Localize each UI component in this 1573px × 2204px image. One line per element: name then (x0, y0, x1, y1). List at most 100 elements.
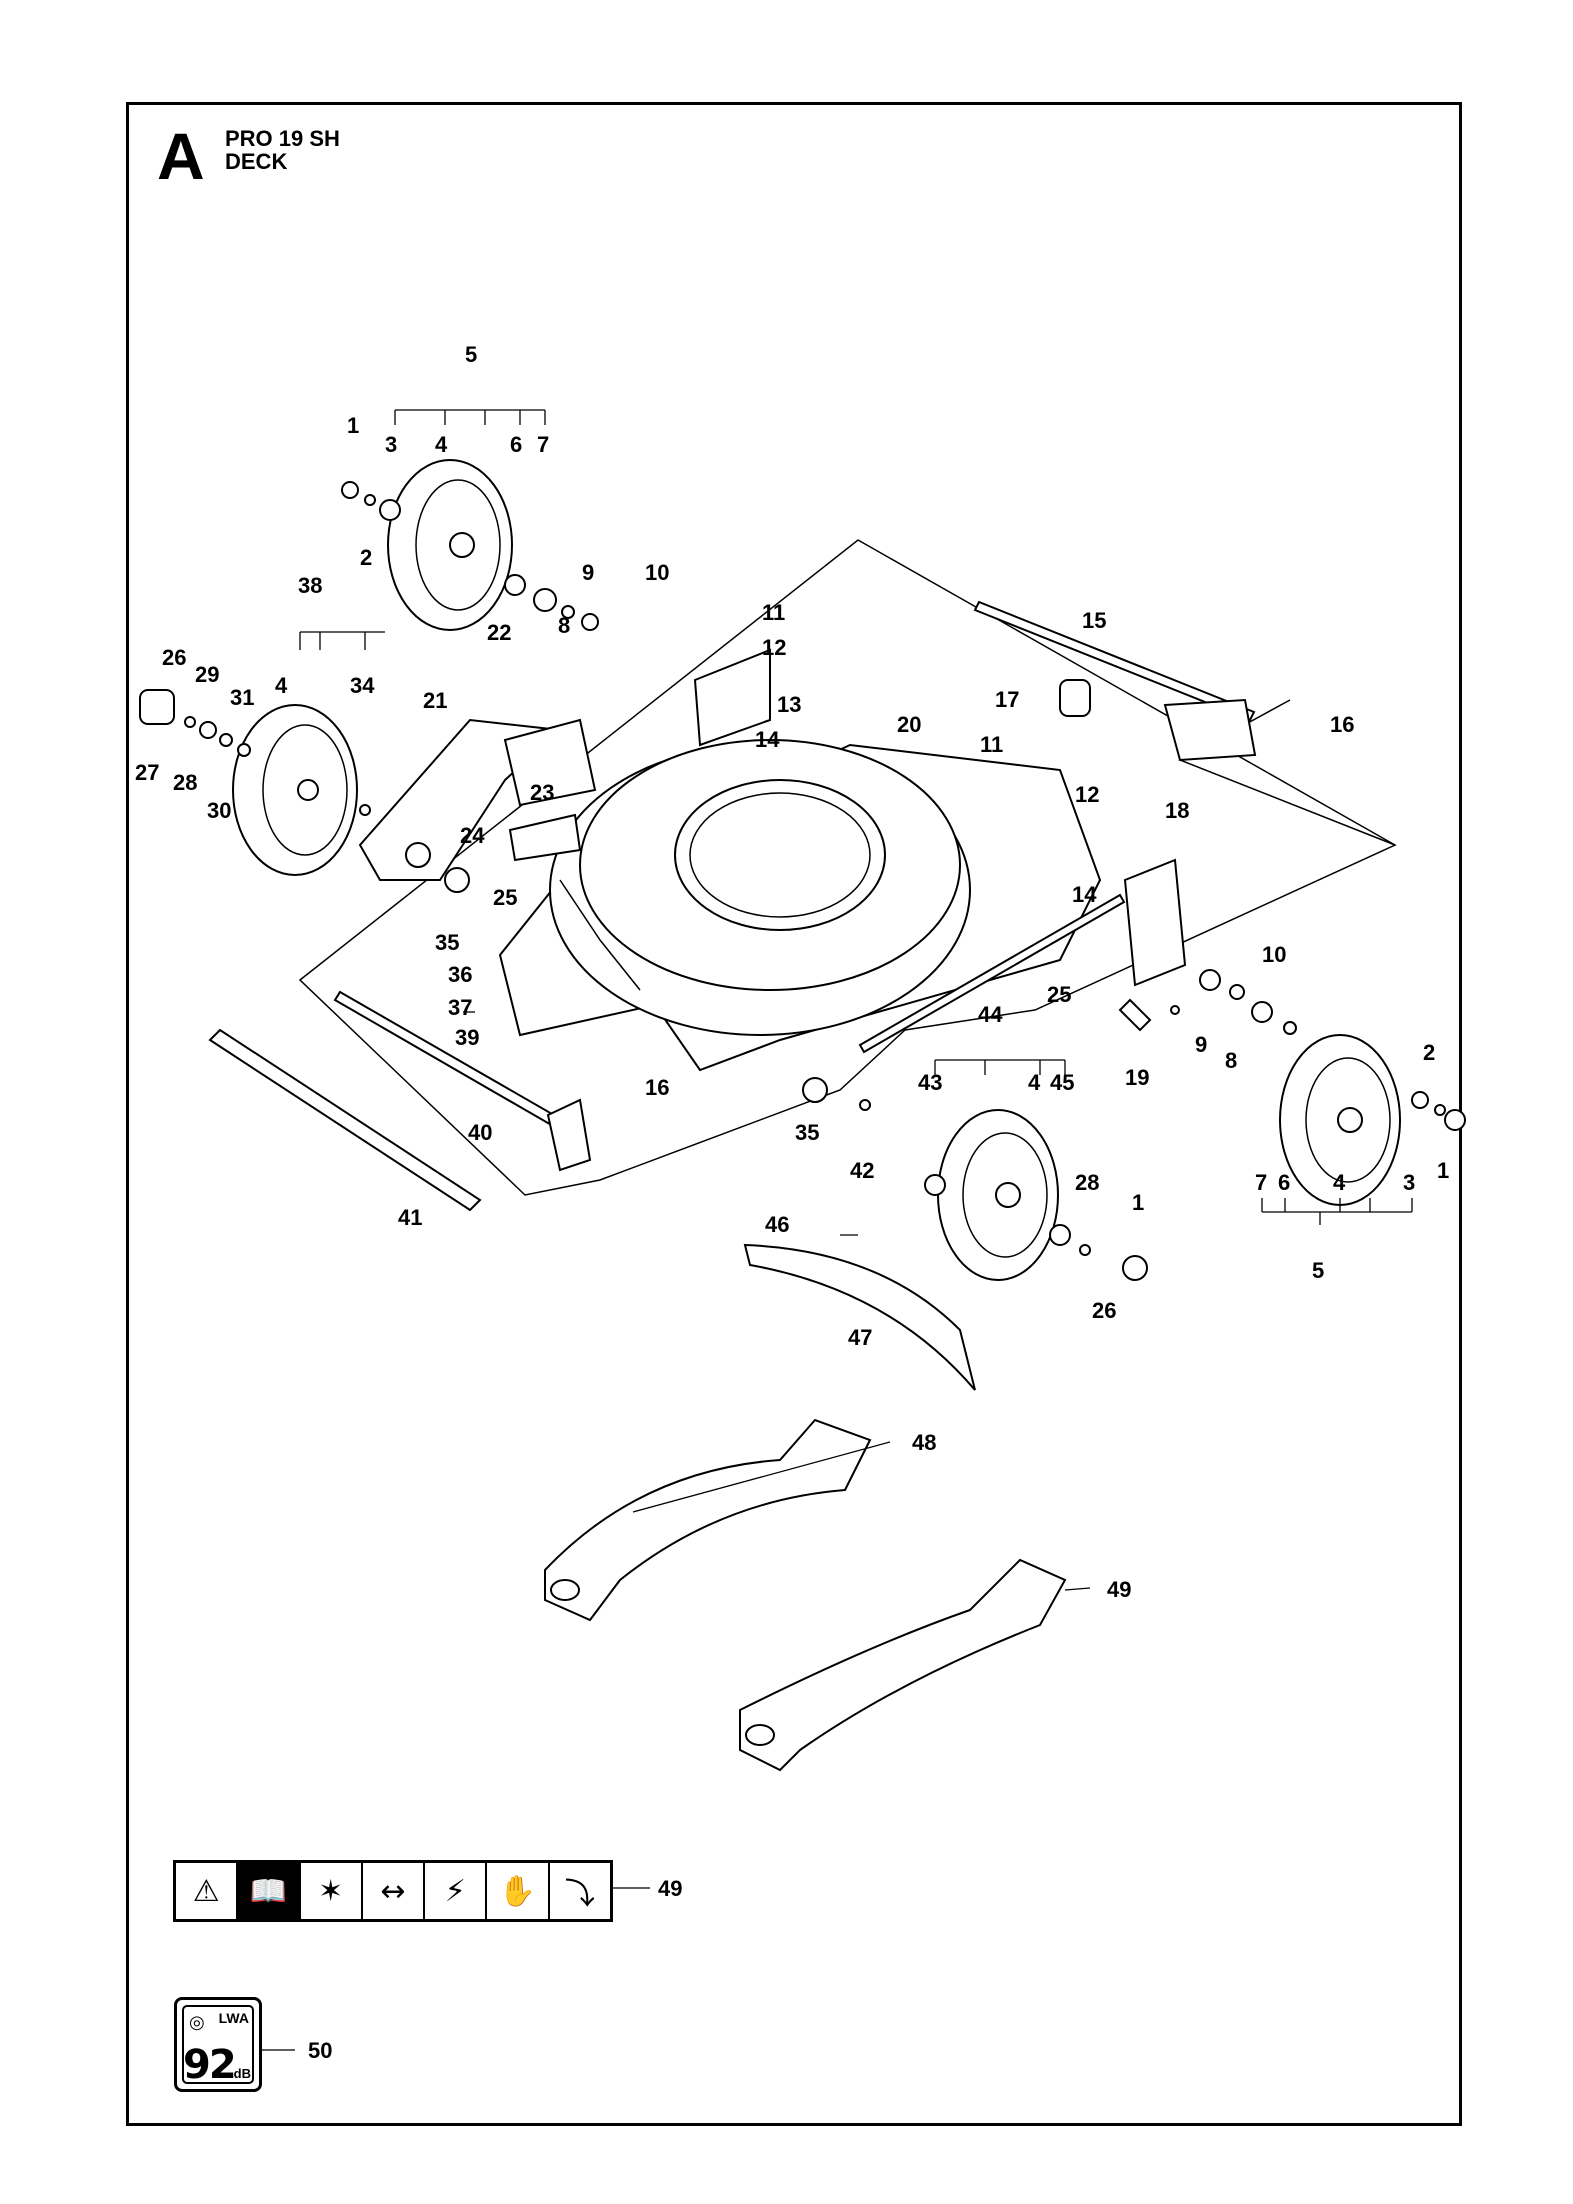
callout-1-a: 1 (347, 413, 359, 438)
blade-hand-icon: ✋ (487, 1863, 550, 1919)
callout-44: 45 (1050, 1070, 1074, 1095)
disconnect-icon: ⚡ (425, 1863, 488, 1919)
callout-43: 44 (978, 1002, 1003, 1027)
callout-2-a: 2 (360, 545, 372, 570)
callout-4-a: 4 (435, 432, 448, 457)
callout-48: 49 (1107, 1577, 1131, 1602)
gearbox (503, 718, 597, 807)
skid-right (739, 1558, 1067, 1772)
callout-31: 30 (207, 798, 231, 823)
callout-42: 43 (918, 1070, 942, 1095)
noise-value: 92 (183, 2042, 237, 2088)
callout-46: 47 (848, 1325, 872, 1350)
callout-6-b: 6 (1278, 1170, 1290, 1195)
height-adjuster (1123, 858, 1187, 987)
handle-bracket (1163, 698, 1257, 762)
callout-3-a: 3 (385, 432, 397, 457)
deck-housing (498, 739, 1102, 1072)
callout-30: 29 (195, 662, 219, 687)
wheel-left (232, 704, 358, 876)
deck-outline (298, 539, 1397, 1196)
callout-12-b: 12 (1075, 782, 1099, 807)
callout-18: 18 (1165, 798, 1189, 823)
callout-35-a: 35 (435, 930, 459, 955)
callout-4-d: 4 (1333, 1170, 1346, 1195)
assembly-name: DECK (225, 149, 288, 175)
leader-lines (262, 409, 1413, 2051)
thrown-objects-icon: ✶ (301, 1863, 363, 1919)
callout-20: 20 (897, 712, 921, 737)
callout-labels: 5 1 3 4 6 7 2 9 10 8 38 11 12 13 14 15 1… (135, 342, 1449, 2063)
small-parts (139, 481, 1466, 1281)
callout-4-c: 4 (1028, 1070, 1041, 1095)
callout-1-c: 1 (1437, 1158, 1449, 1183)
callout-35-b: 35 (795, 1120, 819, 1145)
callout-10-a: 10 (645, 560, 669, 585)
callout-37: 37 (448, 995, 472, 1020)
callout-27: 27 (135, 760, 159, 785)
callout-16-b: 16 (645, 1075, 669, 1100)
callout-47: 48 (912, 1430, 936, 1455)
warning-icon: ⚠ (176, 1863, 239, 1919)
callout-33: 38 (298, 573, 322, 598)
title-block: PRO 19 SH DECK (225, 127, 340, 173)
wheel-top-left (387, 459, 513, 631)
callout-23: 23 (530, 780, 554, 805)
callout-22: 22 (487, 620, 511, 645)
callout-15: 15 (1082, 608, 1106, 633)
noise-unit: dB (233, 2066, 251, 2081)
callout-29-b: 28 (1075, 1170, 1099, 1195)
callout-25-b: 25 (493, 885, 517, 910)
callout-36: 36 (448, 962, 472, 987)
callout-11-b: 11 (980, 732, 1003, 757)
callout-24: 24 (460, 823, 485, 848)
noise-label: LWA (218, 2010, 249, 2026)
callout-8-a: 8 (558, 613, 570, 638)
callout-5-top: 5 (465, 342, 477, 367)
callout-17: 17 (995, 687, 1019, 712)
section-letter: A (157, 119, 205, 193)
callout-49: 49 (658, 1876, 682, 1901)
callout-28-b: 26 (1092, 1298, 1116, 1323)
callout-26: 25 (1047, 982, 1071, 1007)
warning-decal: ⚠ 📖 ✶ ↔ ⚡ ✋ ⤵ (173, 1860, 613, 1922)
callout-29-a: 28 (173, 770, 197, 795)
callout-9-a: 9 (582, 560, 594, 585)
callout-14-b: 14 (1072, 882, 1097, 907)
callout-7-a: 7 (537, 432, 549, 457)
callout-1-b: 1 (1132, 1190, 1144, 1215)
knob (1059, 679, 1091, 717)
baffle (743, 1243, 976, 1391)
handle-rod (973, 600, 1256, 722)
callout-14-a: 14 (755, 727, 780, 752)
wheel-front (937, 1109, 1059, 1281)
callout-12-a: 12 (762, 635, 786, 660)
rear-axle (208, 990, 592, 1212)
callout-32: 31 (230, 685, 254, 710)
callout-4-b: 4 (275, 673, 288, 698)
model-name: PRO 19 SH (225, 126, 340, 151)
sound-power-icon: ◎ (189, 2012, 205, 2032)
rod (858, 893, 1126, 1054)
manual-icon: 📖 (238, 1863, 301, 1919)
callout-38: 39 (455, 1025, 479, 1050)
callout-11-a: 11 (762, 600, 785, 625)
callout-16-a: 16 (1330, 712, 1354, 737)
callout-40: 41 (398, 1205, 422, 1230)
callout-45: 46 (765, 1212, 789, 1237)
callout-9-b: 9 (1195, 1032, 1207, 1057)
foot-icon: ⤵ (564, 1877, 595, 1912)
callout-7-b: 7 (1255, 1170, 1267, 1195)
noise-decal-border (182, 2005, 254, 2084)
callout-5-b: 5 (1312, 1258, 1324, 1283)
noise-level-decal: ◎ LWA 92 dB (174, 1997, 262, 2092)
bracket (693, 648, 771, 747)
callout-13: 13 (777, 692, 801, 717)
skid-left (544, 1418, 872, 1622)
keep-distance-icon: ↔ (363, 1863, 426, 1919)
callout-8-b: 8 (1225, 1048, 1237, 1073)
callout-10-b: 10 (1262, 942, 1286, 967)
gear-housing (508, 813, 582, 862)
callout-3-b: 3 (1403, 1170, 1415, 1195)
callout-34: 34 (350, 673, 375, 698)
